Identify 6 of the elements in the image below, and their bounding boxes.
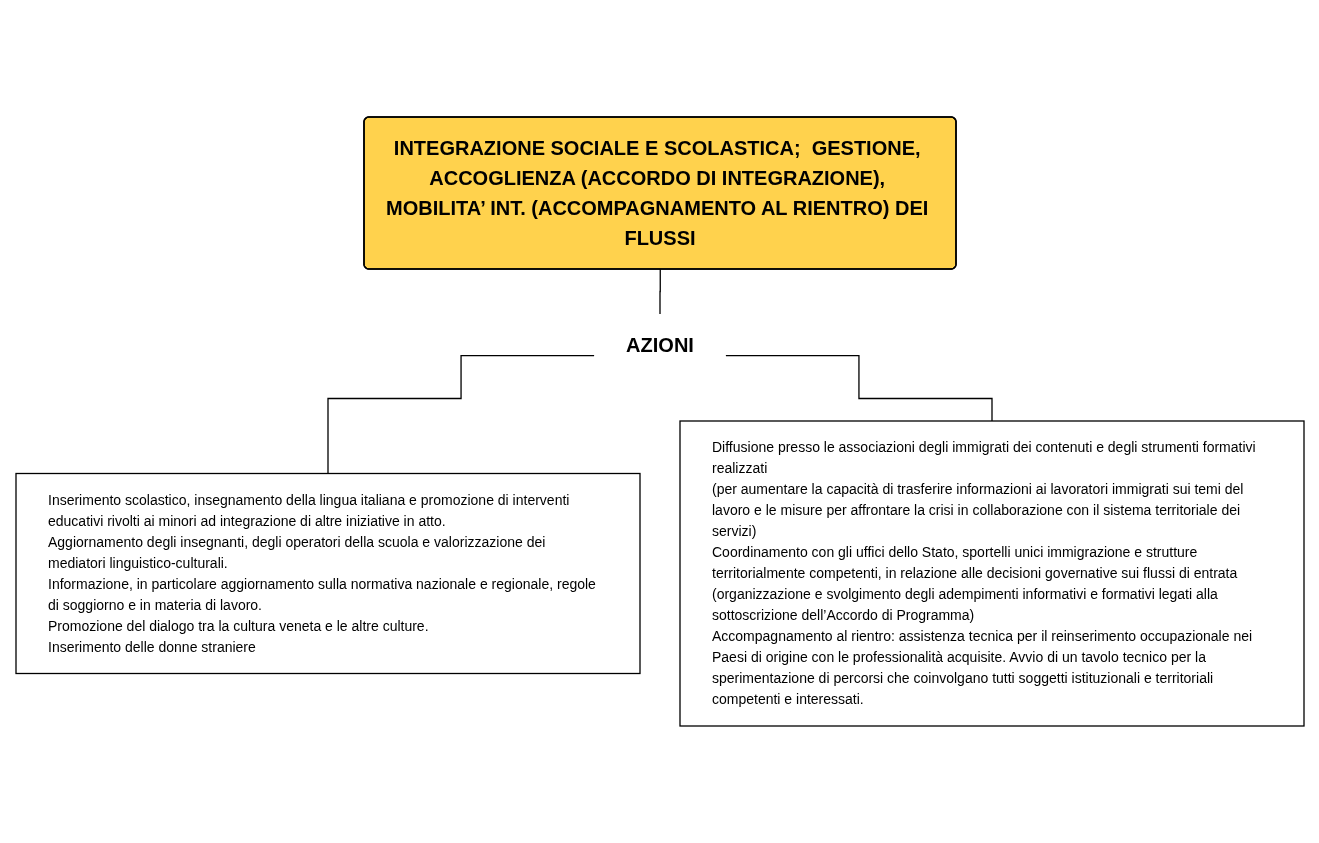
node-box: Diffusione presso le associazioni degli immigrati dei contenuti e degli strumenti formativi realizzati (per aumentare la capacità di trasferire informazioni ai lavoratori immigrati sui temi del lavoro e le misure per affrontare la crisi in collaborazione con il sistema territoriale dei servizi) Coordinamento con gli uffici dello Stato, sportelli unici immigrazione e strutture territorialmente competenti, in relazione alle decisioni governative sui flussi di entrata (organizzazione e svolgimento degli adempimenti informativi e formativi legati alla sottoscrizione dell’Accordo di Programma) Accompagnamento al rientro: assistenza tecnica per il reinserimento occupazionale nei Paesi di origine con le professionalità acquisite. Avvio di un tavolo tecnico per la sperimentazione di percorsi che coinvolgano tutti soggetti istituzionali e territoriali competenti e interessati.	[678, 420, 1305, 727]
connector	[658, 268, 661, 315]
connector	[326, 354, 595, 475]
node-box: Inserimento scolastico, insegnamento della lingua italiana e promozione di interventi educativi rivolti ai minori ad integrazione di altre iniziative in atto. Aggiornamento degli insegnanti, degli operatori della scuola e valorizzazione dei mediatori linguistico-culturali. Informazione, in particolare aggiornamento sulla normativa nazionale e regionale, regole di soggiorno e in materia di lavoro. Promozione del dialogo tra la cultura veneta e le altre culture. Inserimento delle donne straniere	[14, 472, 641, 675]
node-text: AZIONI	[625, 334, 694, 356]
connector	[724, 354, 993, 422]
